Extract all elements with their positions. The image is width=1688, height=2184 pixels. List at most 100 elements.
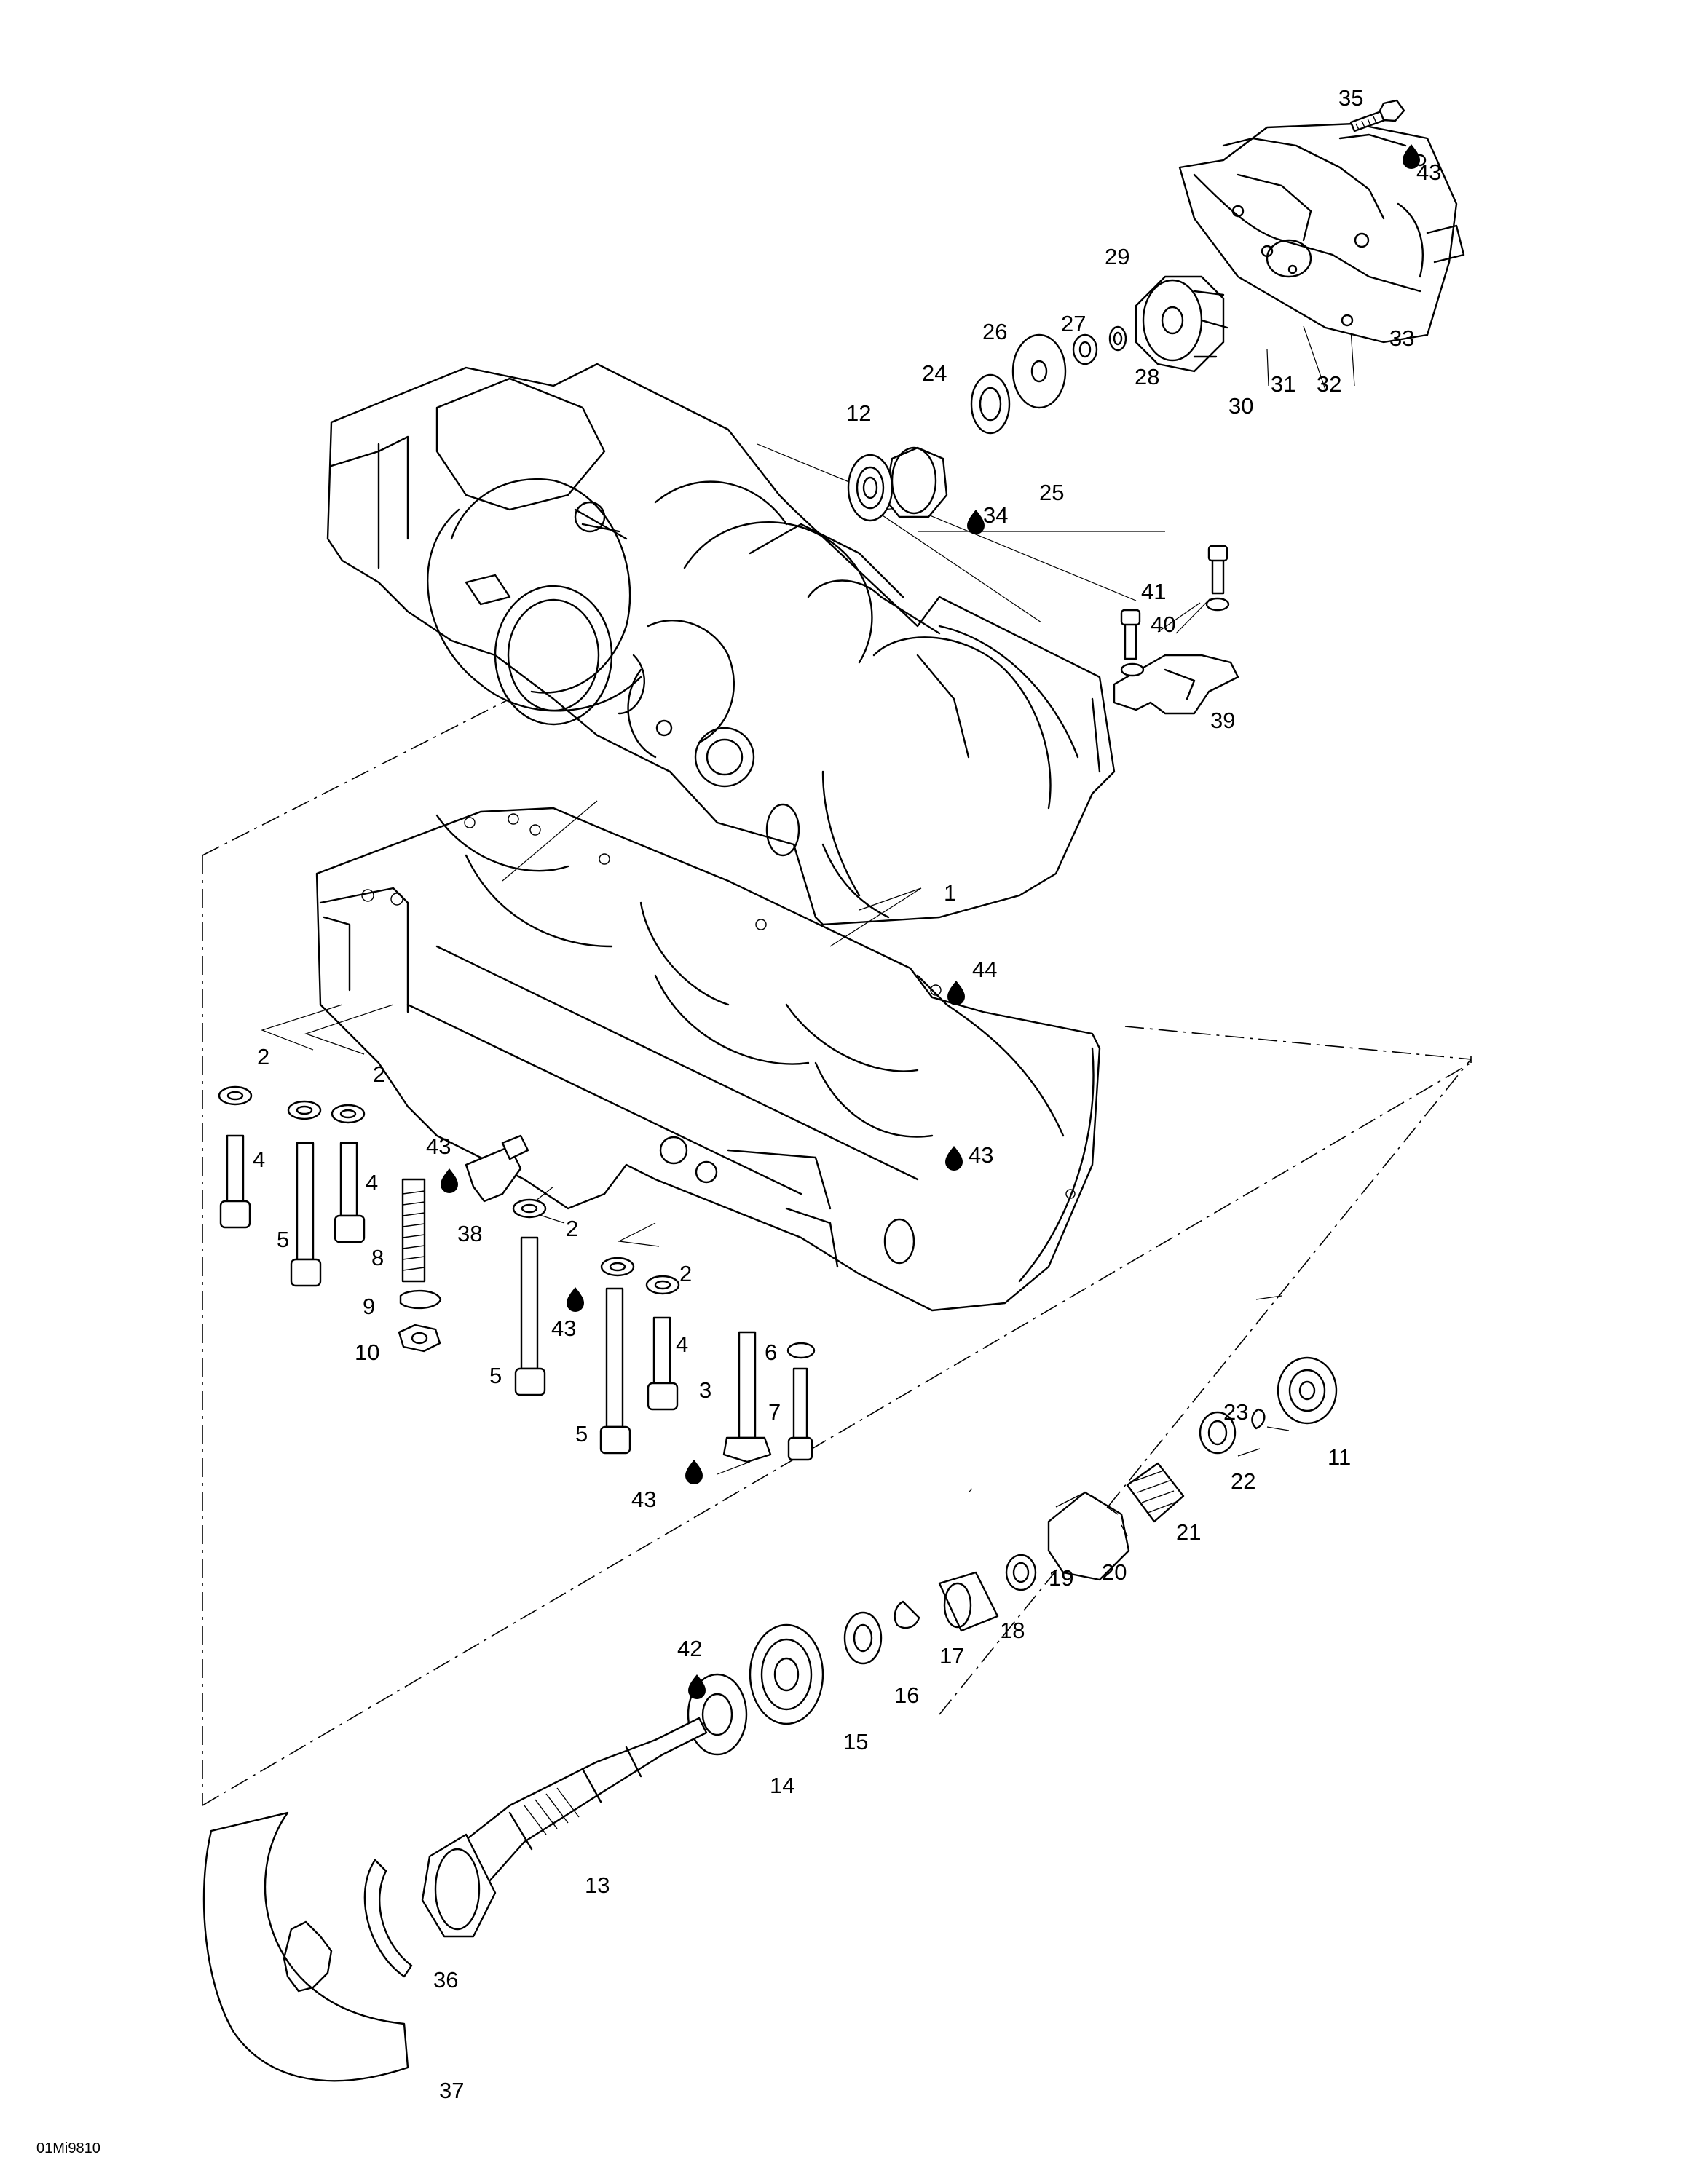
seal-12-housing — [883, 446, 948, 518]
callout-14: 14 — [770, 1773, 794, 1798]
callout-5: 5 — [575, 1421, 588, 1447]
callout-5: 5 — [489, 1363, 502, 1388]
washer-2c — [331, 1104, 366, 1124]
callout-22: 22 — [1231, 1468, 1255, 1494]
callout-31: 31 — [1271, 371, 1295, 397]
seal-24 — [970, 373, 1011, 435]
callout-43: 43 — [426, 1133, 451, 1159]
callout-37: 37 — [439, 2078, 464, 2103]
bearing-11 — [1277, 1356, 1338, 1425]
drop-43-bottom — [685, 1460, 703, 1484]
callout-23: 23 — [1223, 1399, 1248, 1425]
callout-36: 36 — [433, 1967, 458, 1993]
nut-10 — [398, 1324, 441, 1353]
drop-43-left — [441, 1168, 458, 1193]
upper-crankcase-half — [326, 363, 1116, 926]
circlip-17 — [894, 1600, 920, 1629]
circlip-23 — [1251, 1408, 1266, 1430]
callout-39: 39 — [1210, 708, 1235, 733]
bolt-4c — [652, 1316, 671, 1385]
callout-43: 43 — [1416, 159, 1441, 185]
callout-9: 9 — [363, 1294, 375, 1319]
callout-3: 3 — [699, 1377, 711, 1403]
callout-7: 7 — [768, 1399, 781, 1425]
callout-20: 20 — [1102, 1559, 1127, 1585]
callout-5: 5 — [277, 1227, 289, 1252]
callout-2: 2 — [566, 1216, 578, 1241]
washer-40b — [1205, 597, 1230, 612]
callout-40: 40 — [1151, 612, 1175, 637]
callout-30: 30 — [1228, 393, 1253, 419]
gear-13 — [421, 1833, 497, 1938]
gear-20 — [1047, 1491, 1130, 1581]
bolt-5c — [605, 1287, 624, 1428]
disc-26 — [1011, 333, 1067, 409]
stud-8 — [401, 1178, 426, 1283]
callout-4: 4 — [676, 1332, 688, 1357]
callout-28: 28 — [1135, 364, 1159, 389]
callout-43: 43 — [551, 1315, 576, 1341]
drop-43-mid — [945, 1146, 963, 1171]
washer-28 — [1108, 325, 1127, 352]
callout-44: 44 — [972, 957, 997, 982]
callout-25: 25 — [1039, 480, 1064, 505]
callout-4: 4 — [253, 1147, 265, 1172]
callout-6: 6 — [765, 1340, 777, 1365]
lower-crankcase-half — [315, 807, 1101, 1312]
callout-18: 18 — [1000, 1618, 1025, 1643]
drop-43-center — [567, 1287, 584, 1312]
washer-2f — [645, 1275, 680, 1295]
bolt-41a — [1124, 621, 1137, 660]
washer-2d — [512, 1198, 547, 1219]
callout-2: 2 — [373, 1061, 385, 1087]
callout-2: 2 — [679, 1261, 692, 1286]
callout-27: 27 — [1061, 311, 1086, 336]
washer-2e — [600, 1257, 635, 1277]
callout-4: 4 — [366, 1170, 378, 1195]
callout-21: 21 — [1176, 1519, 1201, 1545]
bolt-35 — [1349, 99, 1405, 132]
washer-27 — [1072, 333, 1098, 365]
washer-40a — [1120, 662, 1145, 677]
sleeve-22 — [1199, 1411, 1237, 1455]
drop-44 — [947, 981, 965, 1005]
callout-labels: 1 2 2 2 2 3 4 4 4 5 5 5 6 7 8 9 10 11 12… — [36, 85, 1441, 2156]
bolt-3 — [738, 1331, 757, 1439]
drop-43-top — [1403, 144, 1420, 169]
callout-12: 12 — [846, 400, 871, 426]
assembly-boundary-lines — [202, 698, 1472, 1806]
callout-17: 17 — [939, 1643, 964, 1669]
leader-lines — [261, 145, 1355, 1493]
callout-24: 24 — [922, 360, 947, 386]
pump-housing-assembly — [1178, 122, 1465, 344]
drop-34 — [967, 510, 985, 534]
washer-19 — [1005, 1554, 1037, 1591]
bearing-12 — [847, 454, 894, 522]
callout-26: 26 — [982, 319, 1007, 344]
callout-19: 19 — [1049, 1565, 1073, 1591]
washer-2b — [287, 1100, 322, 1120]
bolt-7 — [792, 1367, 808, 1443]
fasteners-middle-group — [512, 1198, 816, 1463]
callout-41: 41 — [1141, 579, 1166, 604]
callout-16: 16 — [894, 1682, 919, 1708]
snapring-36 — [363, 1859, 413, 1978]
bolt-4b — [339, 1142, 358, 1217]
callout-1: 1 — [944, 880, 956, 906]
cover-37 — [202, 1811, 409, 2082]
shaft-13 — [421, 1717, 708, 1938]
callout-43: 43 — [631, 1487, 656, 1512]
callout-10: 10 — [355, 1340, 379, 1365]
callout-8: 8 — [371, 1245, 384, 1270]
callout-15: 15 — [843, 1729, 868, 1754]
washer-16 — [843, 1611, 883, 1665]
impeller-29 — [1135, 275, 1228, 373]
callout-43: 43 — [969, 1142, 993, 1168]
callout-42: 42 — [677, 1636, 702, 1661]
spring-21 — [1126, 1462, 1185, 1523]
figure-reference-code: 01Mi9810 — [36, 2140, 100, 2156]
callout-13: 13 — [585, 1872, 610, 1898]
bolt-41b — [1211, 555, 1225, 595]
washer-2a — [218, 1085, 253, 1106]
